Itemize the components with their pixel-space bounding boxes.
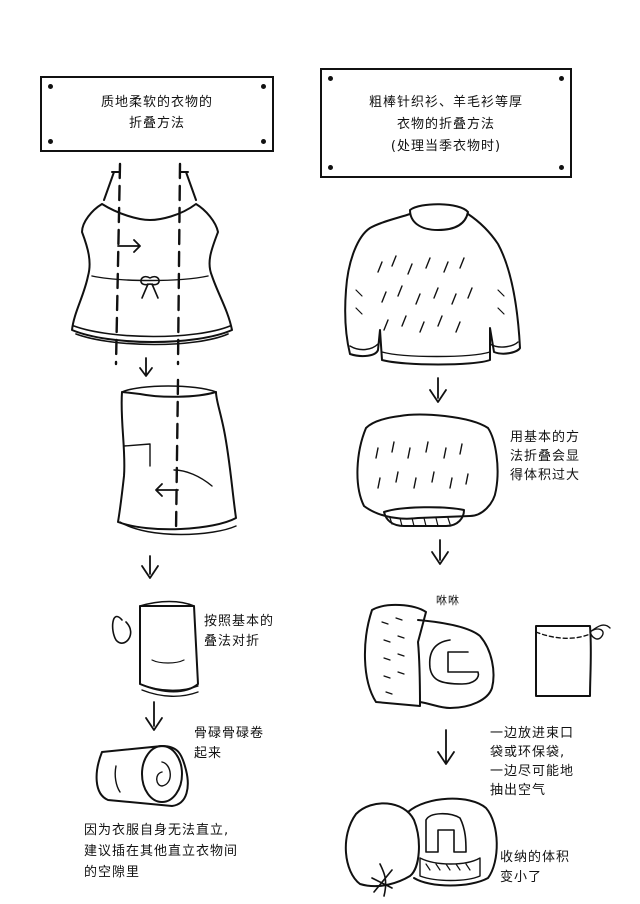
left-title-line-1: 质地柔软的衣物的 <box>100 95 213 110</box>
right-step-3-note: 一边放进束口 袋或环保袋, 一边尽可能地 抽出空气 <box>490 724 574 800</box>
note-line: 叠法对折 <box>204 634 261 649</box>
pin-icon <box>328 76 333 81</box>
note-line: 一边放进束口 <box>490 726 575 741</box>
right-step-2-note: 用基本的方 法折叠会显 得体积过大 <box>510 428 580 485</box>
folded-strip-illustration <box>111 600 199 697</box>
drawstring-bag-insertion-illustration <box>364 604 495 709</box>
right-title-line-1: 粗棒针织衫、羊毛衫等厚 <box>368 95 523 110</box>
note-line: 抽出空气 <box>490 783 547 798</box>
right-title-line-2: 衣物的折叠方法 <box>396 117 495 132</box>
note-line: 得体积过大 <box>510 468 581 483</box>
down-arrow-4 <box>429 377 447 403</box>
down-arrow-5 <box>431 539 449 565</box>
pin-icon <box>48 139 53 144</box>
pin-icon <box>559 165 564 170</box>
note-line: 因为衣服自身无法直立, <box>84 823 230 838</box>
note-line: 的空隙里 <box>84 865 141 880</box>
camisole-half-folded <box>117 378 237 536</box>
left-footer-note: 因为衣服自身无法直立, 建议插在其他直立衣物间 的空隙里 <box>84 820 238 883</box>
pin-icon <box>261 84 266 89</box>
sound-effect: 咻咻 <box>436 594 460 607</box>
note-line: 一边尽可能地 <box>490 764 575 779</box>
right-result-note: 收纳的体积 变小了 <box>500 848 570 888</box>
note-line: 收纳的体积 <box>500 850 571 865</box>
sweater-illustration <box>344 203 521 366</box>
pin-icon <box>48 84 53 89</box>
pin-icon <box>261 139 266 144</box>
pin-icon <box>328 165 333 170</box>
pin-icon <box>559 76 564 81</box>
folded-sweater-illustration <box>356 413 499 527</box>
down-arrow-6 <box>437 729 455 765</box>
note-line: 建议插在其他直立衣物间 <box>84 844 239 859</box>
note-line: 变小了 <box>500 870 543 885</box>
note-line: 法折叠会显 <box>510 449 581 464</box>
camisole-illustration <box>71 162 233 366</box>
rolled-garment-illustration <box>95 745 189 807</box>
compressed-bag-illustration <box>344 797 498 897</box>
down-arrow-3 <box>145 701 163 731</box>
left-step-4-note: 骨碌骨碌卷 起来 <box>194 724 264 764</box>
note-line: 起来 <box>194 746 223 761</box>
note-line: 袋或环保袋, <box>490 745 566 760</box>
left-title-line-2: 折叠方法 <box>128 116 185 131</box>
down-arrow-2 <box>141 555 159 579</box>
note-line: 按照基本的 <box>204 614 275 629</box>
note-line: 骨碌骨碌卷 <box>194 726 265 741</box>
note-line: 用基本的方 <box>510 430 581 445</box>
left-step-3-note: 按照基本的 叠法对折 <box>204 612 274 652</box>
left-title-banner: 质地柔软的衣物的 折叠方法 <box>40 76 274 152</box>
empty-drawstring-bag-icon <box>534 624 611 697</box>
right-title-banner: 粗棒针织衫、羊毛衫等厚 衣物的折叠方法 (处理当季衣物时) <box>320 68 572 178</box>
right-title-line-3: (处理当季衣物时) <box>390 139 502 154</box>
down-arrow-1 <box>139 357 153 377</box>
